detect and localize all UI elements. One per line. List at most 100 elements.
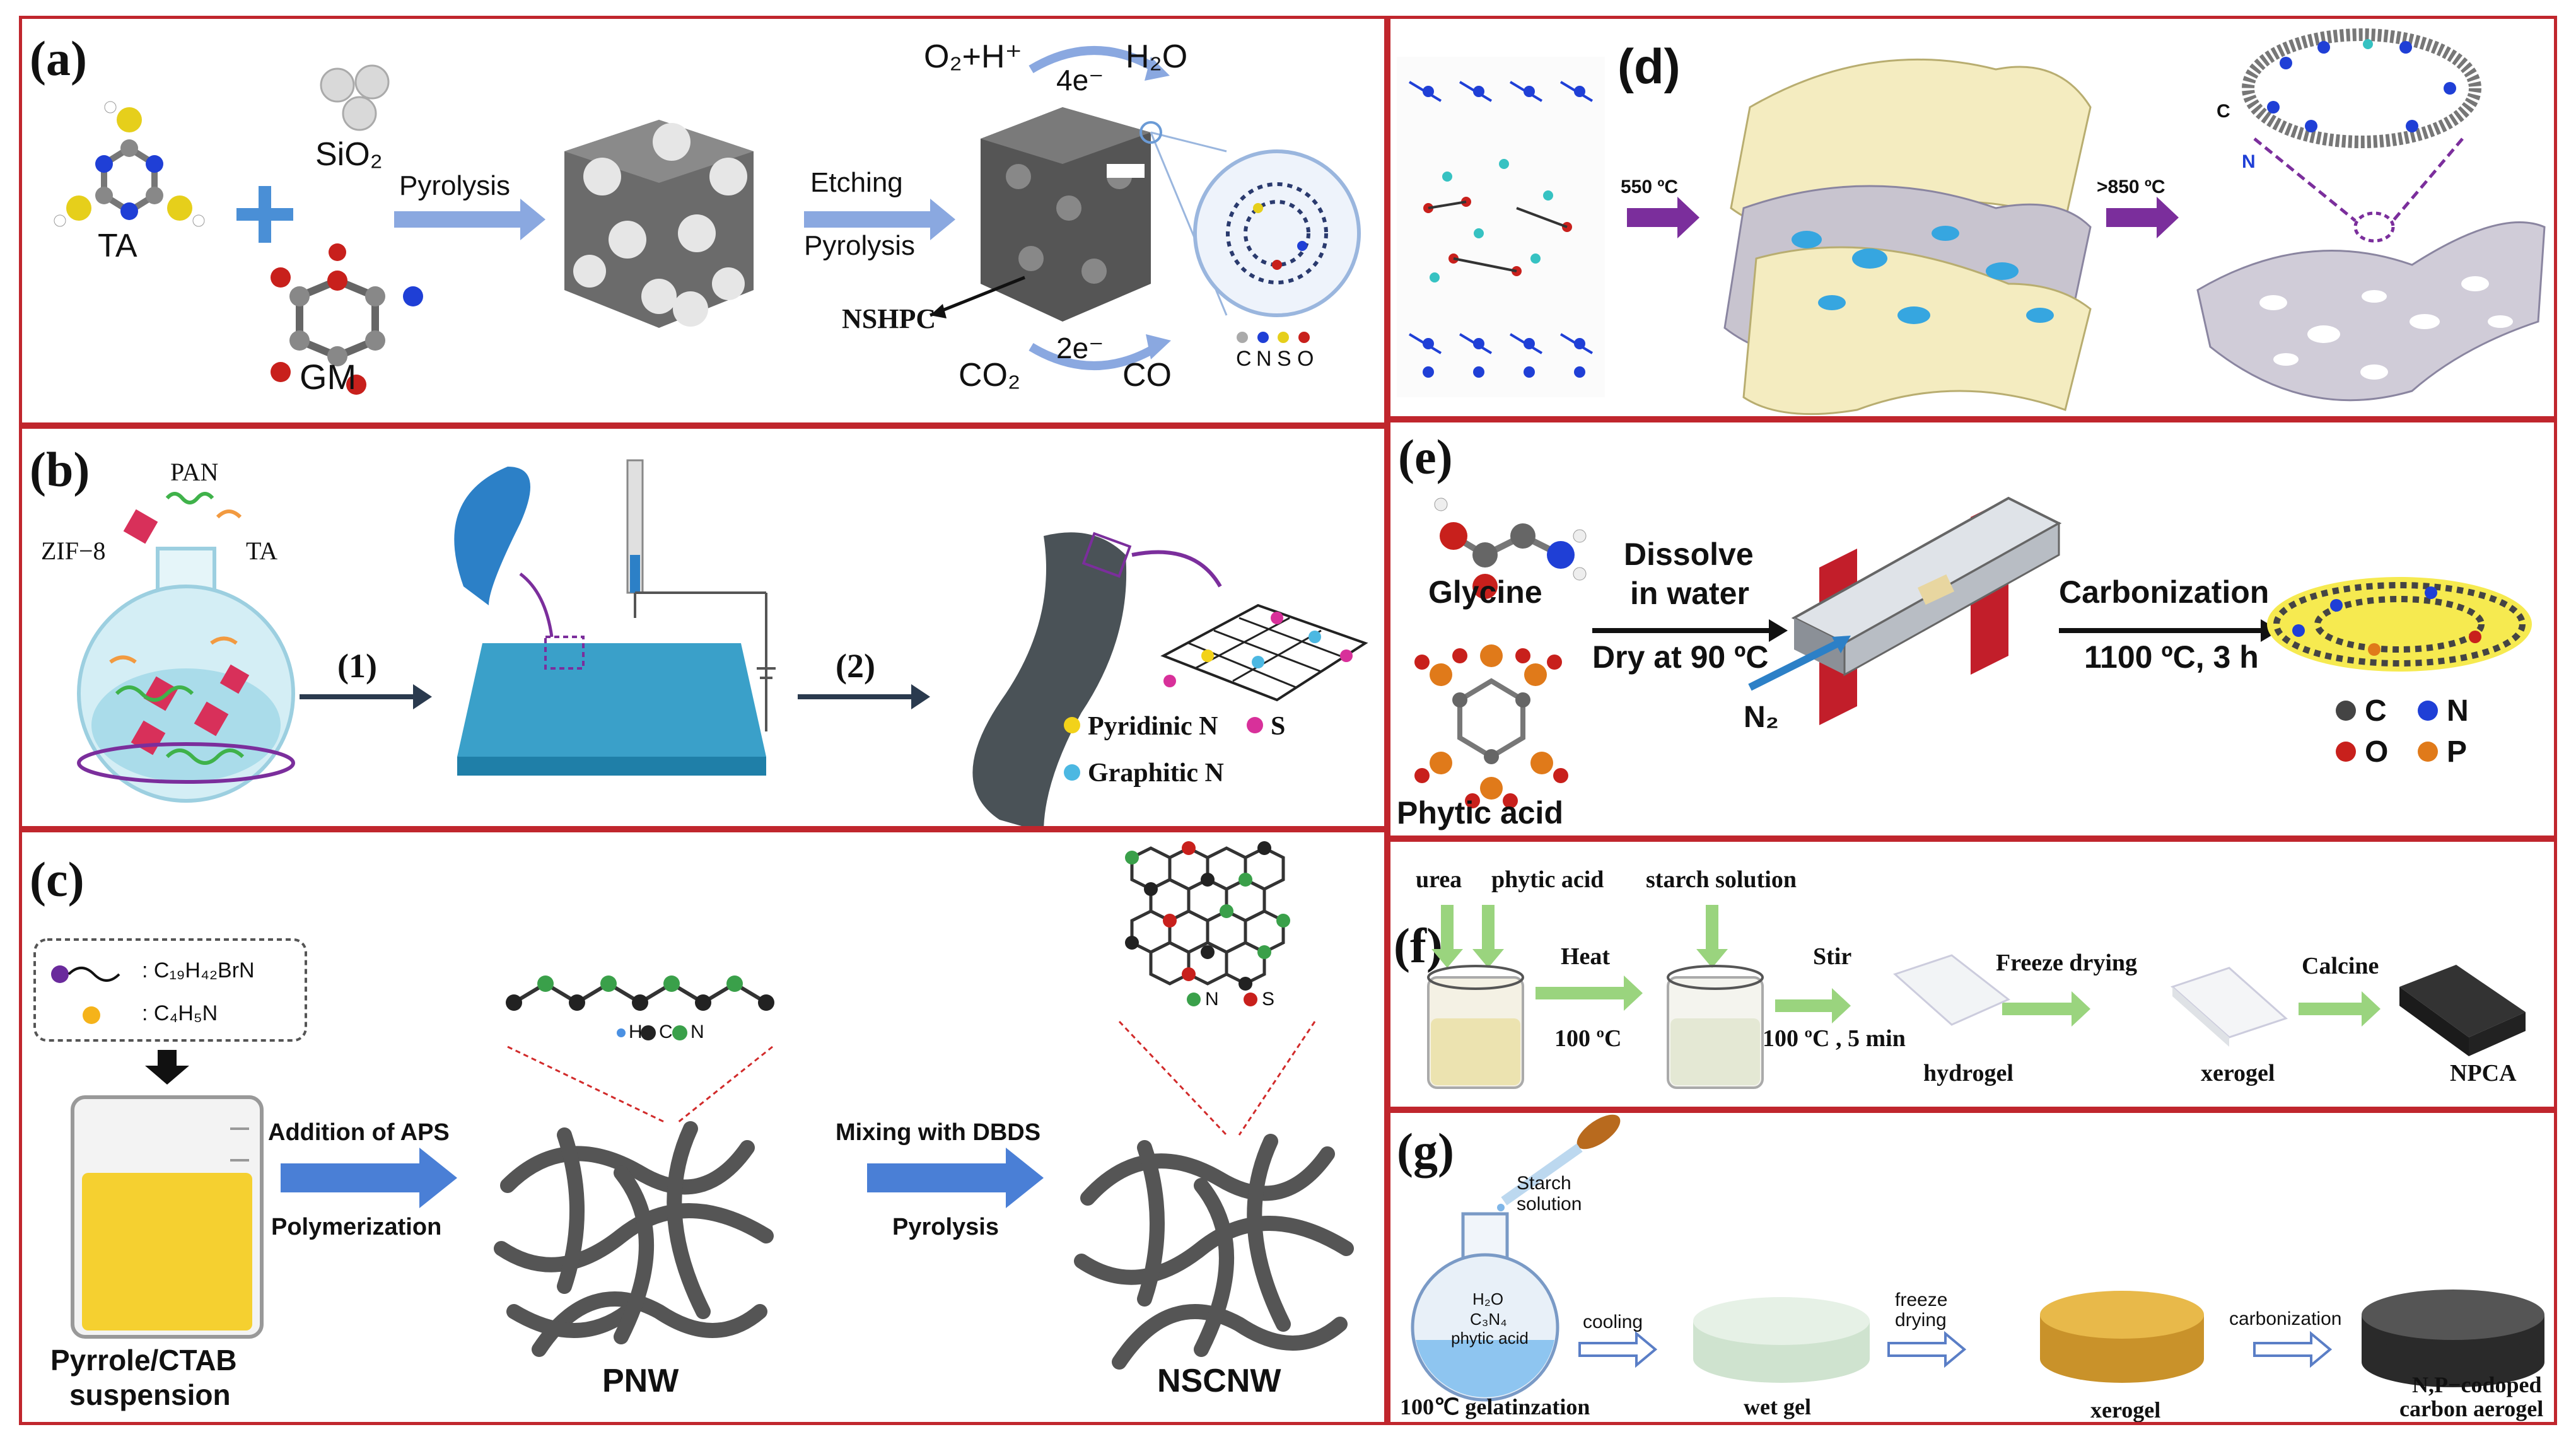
phytic-acid-molecule-icon [1414, 644, 1568, 808]
dissolve-label: Dissolve [1624, 537, 1754, 572]
nscnw-label: NSCNW [1157, 1363, 1281, 1399]
panel-g: (g) [1387, 1110, 2557, 1425]
etching-arrow-icon [804, 199, 955, 240]
phytic-acid-label: Phytic acid [1397, 795, 1563, 830]
heat-arrow-icon [1536, 975, 1643, 1011]
legend-a-c: C [1236, 347, 1252, 371]
phytic-down-arrow-icon [1472, 905, 1504, 968]
co-label: CO [1122, 357, 1172, 393]
wet-gel-label: wet gel [1744, 1394, 1811, 1419]
xerogel-g-label: xerogel [2090, 1397, 2161, 1423]
heat-550-arrow-icon [1627, 197, 1699, 238]
graphene-zoom-icon [1193, 149, 1361, 317]
npca-label: NPCA [2450, 1060, 2517, 1086]
cooling-arrow-icon [1578, 1330, 1658, 1368]
ta-chain-icon [216, 509, 242, 519]
pnw-atom-h: H [629, 1022, 643, 1042]
starch-down-arrow-icon [1696, 905, 1728, 968]
zif8-crystal-icon [123, 509, 158, 544]
sio2-label: SiO₂ [315, 136, 383, 173]
pyrolysis-arrow-icon [394, 199, 545, 240]
panel-c-graphics [33, 841, 1354, 1370]
panel-d-label: (d) [1617, 38, 1681, 94]
pyrolysis-c-label: Pyrolysis [892, 1214, 999, 1240]
precursor-crystal-icon [1397, 57, 1605, 397]
legend-a-o: O [1297, 347, 1314, 371]
reaction-flask-icon [77, 547, 295, 803]
co2-label: CO₂ [959, 357, 1021, 393]
panel-c-label: (c) [30, 852, 85, 907]
panel-e: (e) [1387, 419, 2557, 839]
stir-time-label: 100 ºC , 5 min [1763, 1025, 1906, 1052]
doped-graphene-icon [1160, 603, 1368, 702]
legend-graphitic-n: Graphitic N [1088, 759, 1224, 788]
porous-nitrogen-doped-sheet-icon [2196, 211, 2546, 402]
tube-furnace-icon [1748, 496, 2062, 725]
dropper-icon [1497, 1114, 1621, 1211]
temp-550-label: 550 ºC [1621, 177, 1679, 197]
zif8-label: ZIF−8 [41, 537, 106, 565]
panel-f: (f) urea phytic a [1387, 839, 2557, 1110]
nscnw-atom-s: S [1262, 989, 1275, 1010]
sio2-spheres-icon [320, 64, 390, 131]
pnw-network-icon [494, 1121, 774, 1357]
nscnw-atom-n: N [1205, 989, 1219, 1010]
legend-box [33, 938, 307, 1042]
orr-electrons-label: 4e⁻ [1056, 64, 1104, 96]
dissolve-arrow-icon [1592, 619, 1788, 642]
pyrolysis2-label: Pyrolysis [804, 230, 916, 261]
etching-label: Etching [810, 167, 903, 198]
flask-h2o-label: H₂O [1472, 1290, 1504, 1308]
nshpc-block-icon [930, 107, 1151, 322]
calcine-arrow-icon [2299, 991, 2381, 1027]
freeze-drying-label: Freeze drying [1996, 950, 2138, 976]
pnw-atom-n: N [691, 1022, 704, 1042]
ta-label: TA [98, 228, 137, 264]
mixing-dbds-label: Mixing with DBDS [836, 1119, 1041, 1146]
np-codoped-label: N,P−codoped [2412, 1372, 2542, 1397]
atom-c-label: C [2217, 101, 2230, 122]
legend-a-n: N [1256, 347, 1272, 371]
carbon-fiber-icon [972, 532, 1127, 826]
calcine-label: Calcine [2302, 953, 2379, 979]
gelatinization-label: 100℃ gelatinzation [1400, 1394, 1590, 1419]
carbonization-label: Carbonization [2059, 574, 2270, 610]
atom-n-label: N [2242, 151, 2256, 172]
legend-a-s: S [1277, 347, 1291, 371]
legend-ctab: : C₁₉H₄₂BrN [142, 958, 255, 982]
down-arrow-icon [145, 1050, 189, 1085]
gm-molecule-icon [271, 243, 423, 395]
carbon-aerogel-disc-icon [2362, 1290, 2544, 1387]
step1-arrow-icon [300, 684, 432, 709]
pan-chain-icon [165, 492, 214, 504]
carbonization-g-label: carbonization [2229, 1308, 2342, 1329]
panel-g-label: (g) [1397, 1123, 1454, 1178]
panel-b-label: (b) [30, 442, 90, 497]
stir-label: Stir [1813, 943, 1852, 970]
panel-g-graphics [1411, 1114, 2544, 1402]
glycine-molecule-icon [1434, 498, 1587, 599]
panel-b-graphics [77, 459, 1368, 826]
beaker-1-icon [1427, 965, 1524, 1089]
doped-carbon-sheet-icon [2267, 577, 2532, 672]
legend-e-n: N [2447, 694, 2469, 728]
heat-850-arrow-icon [2106, 197, 2179, 238]
heat-temp-label: 100 ºC [1554, 1025, 1622, 1052]
co2-electrons-label: 2e⁻ [1056, 332, 1104, 364]
npca-block-icon [2399, 965, 2526, 1056]
panel-e-label: (e) [1398, 429, 1453, 484]
polymerization-label: Polymerization [271, 1214, 442, 1240]
freeze-drying-arrow-icon [1887, 1330, 1967, 1368]
carbonization-g-arrow-icon [2253, 1330, 2333, 1368]
phytic-acid-f-label: phytic acid [1491, 866, 1604, 893]
legend-pyridinic-n: Pyridinic N [1088, 712, 1218, 741]
starch-solution-label: starch solution [1646, 866, 1797, 893]
co2rr-curve-arrow-icon [1029, 342, 1160, 370]
suspension-label: suspension [69, 1378, 231, 1411]
xerogel-disc-icon [2040, 1291, 2204, 1383]
legend-pyrrole: : C₄H₅N [142, 1001, 218, 1025]
panel-d-graphics [1397, 28, 2546, 416]
polymerization-arrow-icon [281, 1148, 457, 1208]
beaker-2-icon [1667, 965, 1764, 1089]
xerogel-f-label: xerogel [2201, 1060, 2275, 1086]
